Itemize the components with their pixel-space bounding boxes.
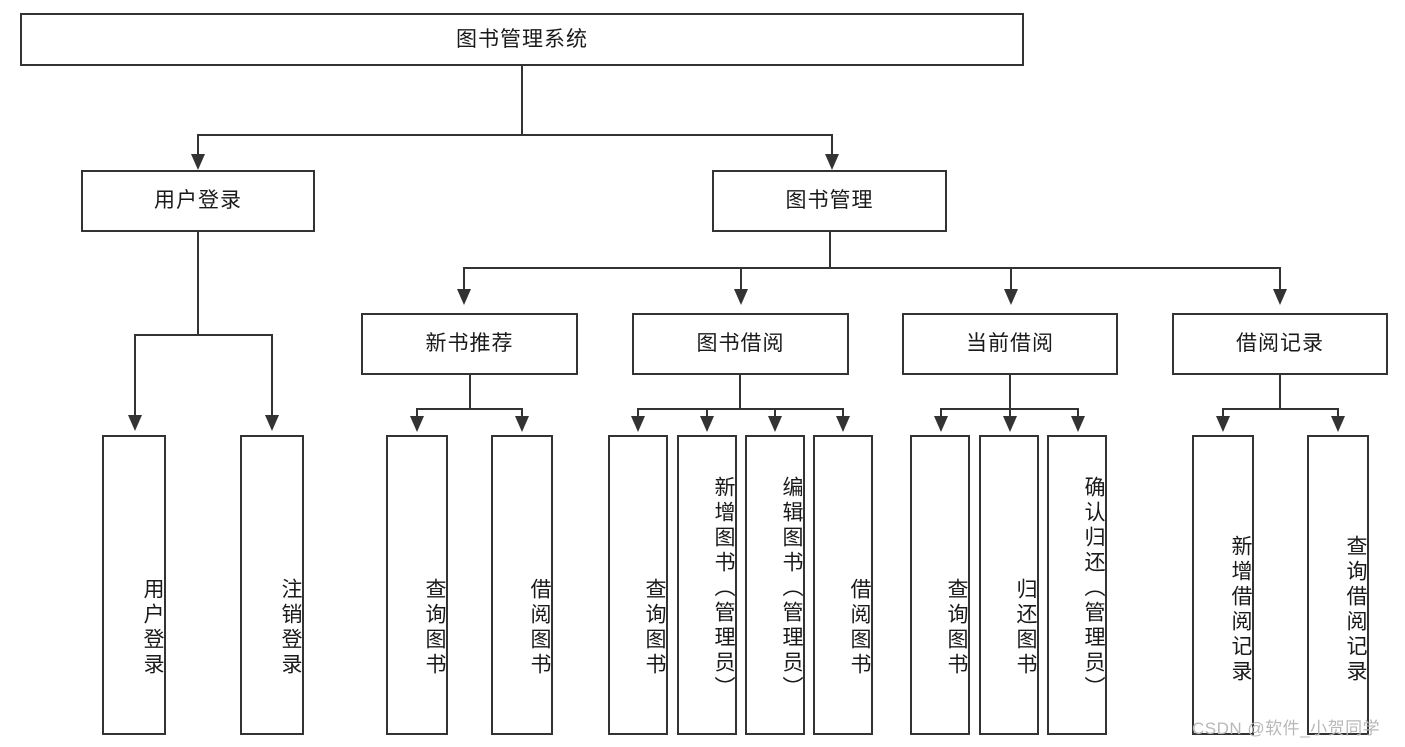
arrow-current-borrow-leaf-2-icon bbox=[1003, 416, 1017, 432]
edge-borrow-record-leaf-2 bbox=[1337, 408, 1339, 418]
leaf-book-borrow-edit-book-admin[interactable]: 编辑图书（管理员） bbox=[745, 435, 805, 735]
leaf-book-borrow-query-book[interactable]: 查询图书 bbox=[608, 435, 668, 735]
edge-new-book-leaf-1 bbox=[416, 408, 418, 418]
edge-current-borrow-leaf-2 bbox=[1009, 408, 1011, 418]
edge-current-borrow-leaf-1 bbox=[940, 408, 942, 418]
arrow-book-borrow-leaf-1-icon bbox=[631, 416, 645, 432]
watermark-text: CSDN @软件_小贺同学 bbox=[1192, 719, 1381, 738]
arrow-current-borrow-leaf-1-icon bbox=[934, 416, 948, 432]
leaf-user-login-login[interactable]: 用户登录 bbox=[102, 435, 166, 735]
arrow-root-to-user-login-icon bbox=[191, 154, 205, 170]
edge-borrow-record-stem bbox=[1279, 375, 1281, 410]
edge-bm-to-current-borrow bbox=[1010, 267, 1012, 291]
leaf-book-borrow-borrow-book[interactable]: 借阅图书 bbox=[813, 435, 873, 735]
edge-book-borrow-stem bbox=[739, 375, 741, 410]
edge-book-borrow-leaf-4 bbox=[842, 408, 844, 418]
arrow-book-borrow-leaf-3-icon bbox=[768, 416, 782, 432]
edge-bm-to-borrow-record bbox=[1279, 267, 1281, 291]
edge-new-book-bar bbox=[416, 408, 523, 410]
node-current-borrow[interactable]: 当前借阅 bbox=[902, 313, 1118, 375]
leaf-borrow-record-add-record[interactable]: 新增借阅记录 bbox=[1192, 435, 1254, 735]
edge-current-borrow-leaf-3 bbox=[1077, 408, 1079, 418]
leaf-book-borrow-add-book-admin[interactable]: 新增图书（管理员） bbox=[677, 435, 737, 735]
edge-book-borrow-leaf-1 bbox=[637, 408, 639, 418]
edge-book-borrow-bar bbox=[637, 408, 843, 410]
arrow-borrow-record-leaf-1-icon bbox=[1216, 416, 1230, 432]
leaf-current-borrow-return-book[interactable]: 归还图书 bbox=[979, 435, 1039, 735]
leaf-new-book-borrow-book[interactable]: 借阅图书 bbox=[491, 435, 553, 735]
leaf-current-borrow-query-book[interactable]: 查询图书 bbox=[910, 435, 970, 735]
node-user-login[interactable]: 用户登录 bbox=[81, 170, 315, 232]
edge-root-stem bbox=[521, 66, 523, 135]
arrow-bm-new-book-icon bbox=[457, 289, 471, 305]
arrow-bm-book-borrow-icon bbox=[734, 289, 748, 305]
node-borrow-record[interactable]: 借阅记录 bbox=[1172, 313, 1388, 375]
leaf-new-book-query-book[interactable]: 查询图书 bbox=[386, 435, 448, 735]
edge-book-management-stem bbox=[829, 232, 831, 269]
edge-root-bar bbox=[197, 134, 833, 136]
edge-book-borrow-leaf-3 bbox=[774, 408, 776, 418]
node-new-book-recommend[interactable]: 新书推荐 bbox=[361, 313, 578, 375]
arrow-user-login-leaf-1-icon bbox=[128, 415, 142, 431]
edge-new-book-stem bbox=[469, 375, 471, 410]
edge-book-management-bar bbox=[463, 267, 1281, 269]
edge-user-login-stem bbox=[197, 232, 199, 335]
node-book-borrow[interactable]: 图书借阅 bbox=[632, 313, 849, 375]
edge-user-login-to-leaf-1 bbox=[134, 334, 136, 417]
node-book-management[interactable]: 图书管理 bbox=[712, 170, 947, 232]
arrow-new-book-leaf-1-icon bbox=[410, 416, 424, 432]
arrow-book-borrow-leaf-4-icon bbox=[836, 416, 850, 432]
arrow-current-borrow-leaf-3-icon bbox=[1071, 416, 1085, 432]
edge-root-to-user-login bbox=[197, 134, 199, 156]
arrow-borrow-record-leaf-2-icon bbox=[1331, 416, 1345, 432]
edge-user-login-bar bbox=[134, 334, 273, 336]
leaf-user-login-logout[interactable]: 注销登录 bbox=[240, 435, 304, 735]
edge-current-borrow-stem bbox=[1009, 375, 1011, 410]
arrow-bm-borrow-record-icon bbox=[1273, 289, 1287, 305]
edge-bm-to-book-borrow bbox=[740, 267, 742, 291]
leaf-current-borrow-confirm-return-admin[interactable]: 确认归还（管理员） bbox=[1047, 435, 1107, 735]
arrow-new-book-leaf-2-icon bbox=[515, 416, 529, 432]
edge-borrow-record-bar bbox=[1222, 408, 1337, 410]
edge-root-to-book-management bbox=[831, 134, 833, 156]
arrow-book-borrow-leaf-2-icon bbox=[700, 416, 714, 432]
arrow-user-login-leaf-2-icon bbox=[265, 415, 279, 431]
arrow-bm-current-borrow-icon bbox=[1004, 289, 1018, 305]
leaf-borrow-record-query-record[interactable]: 查询借阅记录 bbox=[1307, 435, 1369, 735]
edge-borrow-record-leaf-1 bbox=[1222, 408, 1224, 418]
node-root-book-management-system[interactable]: 图书管理系统 bbox=[20, 13, 1024, 66]
edge-bm-to-new-book bbox=[463, 267, 465, 291]
edge-book-borrow-leaf-2 bbox=[706, 408, 708, 418]
edge-user-login-to-leaf-2 bbox=[271, 334, 273, 417]
arrow-root-to-book-management-icon bbox=[825, 154, 839, 170]
edge-new-book-leaf-2 bbox=[521, 408, 523, 418]
